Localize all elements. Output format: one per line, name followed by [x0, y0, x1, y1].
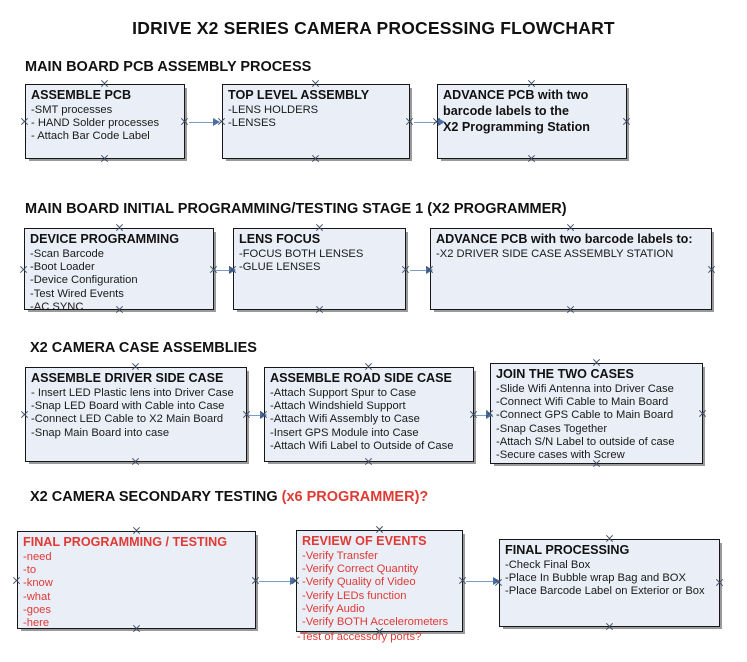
- section-heading-3-text: X2 CAMERA CASE ASSEMBLIES: [30, 340, 257, 356]
- node-line: -to: [23, 564, 37, 577]
- node-line: -FOCUS BOTH LENSES: [239, 247, 364, 260]
- arrowhead-icon: [438, 117, 445, 126]
- node-header: DEVICE PROGRAMMING: [30, 232, 180, 246]
- node-line: -Connect GPS Cable to Main Board: [496, 409, 674, 422]
- section-heading-4-text: X2 CAMERA SECONDARY TESTING: [30, 489, 282, 505]
- node-header: LENS FOCUS: [239, 232, 321, 246]
- arrowhead-icon: [493, 576, 500, 585]
- node-header: FINAL PROGRAMMING / TESTING: [23, 535, 228, 549]
- node-line: -Attach S/N Label to outside of case: [496, 435, 675, 448]
- connector-4a: [259, 581, 291, 582]
- node-header: ASSEMBLE DRIVER SIDE CASE: [31, 371, 224, 385]
- connector-1b: [414, 122, 439, 123]
- node-line: -here: [23, 616, 50, 629]
- node-assemble-driver-side-case[interactable]: ASSEMBLE DRIVER SIDE CASE - Insert LED P…: [25, 367, 247, 462]
- node-line: -Insert GPS Module into Case: [270, 426, 419, 439]
- node-header: FINAL PROCESSING: [505, 543, 630, 557]
- node-line: -Test Wired Events: [30, 287, 124, 300]
- node-line: -need: [23, 550, 52, 563]
- arrowhead-icon: [213, 117, 220, 126]
- node-line: -X2 DRIVER SIDE CASE ASSEMBLY STATION: [436, 247, 674, 260]
- section-heading-4-accent: (x6 PROGRAMMER)?: [281, 489, 429, 505]
- node-line: -Verify Quality of Video: [302, 576, 416, 589]
- node-header: TOP LEVEL ASSEMBLY: [228, 88, 370, 102]
- node-line: -Boot Loader: [30, 261, 95, 274]
- node-line: -Place Barcode Label on Exterior or Box: [505, 585, 705, 598]
- node-advance-pcb-driver-side-station[interactable]: ADVANCE PCB with two barcode labels to: …: [430, 228, 712, 310]
- node-header: JOIN THE TWO CASES: [496, 367, 634, 381]
- arrowhead-icon: [229, 265, 236, 274]
- node-lens-focus[interactable]: LENS FOCUS -FOCUS BOTH LENSES -GLUE LENS…: [233, 228, 406, 310]
- node-line: -Scan Barcode: [30, 247, 105, 260]
- section-heading-2-text: MAIN BOARD INITIAL PROGRAMMING/TESTING S…: [25, 201, 567, 217]
- node-line: -Verify BOTH Accelerometers: [302, 615, 449, 628]
- section-heading-1: MAIN BOARD PCB ASSEMBLY PROCESS: [25, 59, 311, 75]
- section-heading-2: MAIN BOARD INITIAL PROGRAMMING/TESTING S…: [25, 201, 567, 217]
- node-line: -Verify Transfer: [302, 549, 378, 562]
- node-line: -Place In Bubble wrap Bag and BOX: [505, 572, 686, 585]
- node-line: -what: [23, 590, 51, 603]
- node-top-level-assembly[interactable]: TOP LEVEL ASSEMBLY -LENS HOLDERS -LENSES: [222, 84, 410, 159]
- node-line: -GLUE LENSES: [239, 261, 321, 274]
- node-header: ASSEMBLE PCB: [31, 88, 132, 102]
- node-line: -Device Configuration: [30, 274, 138, 287]
- arrowhead-icon: [290, 576, 297, 585]
- arrowhead-icon: [426, 265, 433, 274]
- node-line: -goes: [23, 603, 51, 616]
- section-heading-3: X2 CAMERA CASE ASSEMBLIES: [30, 340, 257, 356]
- node-line: barcode labels to the: [443, 103, 569, 118]
- node-line: -Attach Support Spur to Case: [270, 386, 417, 399]
- connector-2b: [410, 270, 427, 271]
- node-assemble-road-side-case[interactable]: ASSEMBLE ROAD SIDE CASE -Attach Support …: [264, 367, 474, 462]
- section-heading-1-text: MAIN BOARD PCB ASSEMBLY PROCESS: [25, 59, 312, 75]
- connector-1a: [189, 122, 214, 123]
- node-header: ADVANCE PCB with two: [443, 88, 589, 102]
- node-review-of-events[interactable]: REVIEW OF EVENTS -Verify Transfer -Verif…: [296, 530, 463, 632]
- connector-2a: [213, 270, 230, 271]
- node-line: -know: [23, 577, 53, 590]
- node-line: -Snap Cases Together: [496, 422, 608, 435]
- node-line: -LENSES: [228, 117, 276, 130]
- node-header: ASSEMBLE ROAD SIDE CASE: [270, 371, 452, 385]
- connector-4b: [466, 581, 494, 582]
- node-line: -SMT processes: [31, 103, 113, 116]
- node-line: -Connect LED Cable to X2 Main Board: [31, 413, 224, 426]
- node-line: -Attach Wifi Assembly to Case: [270, 413, 420, 426]
- node-header: REVIEW OF EVENTS: [302, 534, 427, 548]
- node-line: -Snap LED Board with Cable into Case: [31, 400, 225, 413]
- node-line: -Check Final Box: [505, 558, 591, 571]
- node-line: - Insert LED Plastic lens into Driver Ca…: [31, 386, 234, 399]
- node-final-processing[interactable]: FINAL PROCESSING -Check Final Box -Place…: [499, 539, 720, 627]
- node-device-programming[interactable]: DEVICE PROGRAMMING -Scan Barcode -Boot L…: [24, 228, 214, 313]
- page-title: IDRIVE X2 SERIES CAMERA PROCESSING FLOWC…: [132, 18, 615, 38]
- connector-3b: [475, 415, 487, 416]
- node-line: -Connect Wifi Cable to Main Board: [496, 396, 669, 409]
- section-heading-4: X2 CAMERA SECONDARY TESTING (x6 PROGRAMM…: [30, 489, 428, 505]
- node-line: -Attach Windshield Support: [270, 400, 406, 413]
- node-overflow-line: -Test of accessory ports?: [297, 631, 422, 643]
- arrowhead-icon: [260, 410, 267, 419]
- node-advance-pcb-programming-station[interactable]: ADVANCE PCB with two barcode labels to t…: [437, 84, 627, 159]
- node-line: -Verify LEDs function: [302, 589, 407, 602]
- node-line: -LENS HOLDERS: [228, 103, 319, 116]
- node-line: -Secure cases with Screw: [496, 448, 625, 461]
- node-line: -Attach Wifi Label to Outside of Case: [270, 439, 454, 452]
- node-line: -Verify Correct Quantity: [302, 563, 419, 576]
- arrowhead-icon: [486, 410, 493, 419]
- connector-3a: [248, 415, 261, 416]
- node-line: - Attach Bar Code Label: [31, 130, 150, 143]
- node-line: -AC SYNC: [30, 300, 84, 313]
- node-line: -Verify Audio: [302, 602, 365, 615]
- node-line: X2 Programming Station: [443, 119, 590, 134]
- node-header: ADVANCE PCB with two barcode labels to:: [436, 232, 693, 246]
- node-line: -Snap Main Board into case: [31, 426, 170, 439]
- node-assemble-pcb[interactable]: ASSEMBLE PCB -SMT processes - HAND Solde…: [25, 84, 185, 159]
- node-line: -Slide Wifi Antenna into Driver Case: [496, 382, 674, 395]
- node-line: - HAND Solder processes: [31, 117, 160, 130]
- node-join-the-two-cases[interactable]: JOIN THE TWO CASES -Slide Wifi Antenna i…: [490, 363, 703, 464]
- node-final-programming-testing[interactable]: FINAL PROGRAMMING / TESTING -need -to -k…: [17, 531, 256, 629]
